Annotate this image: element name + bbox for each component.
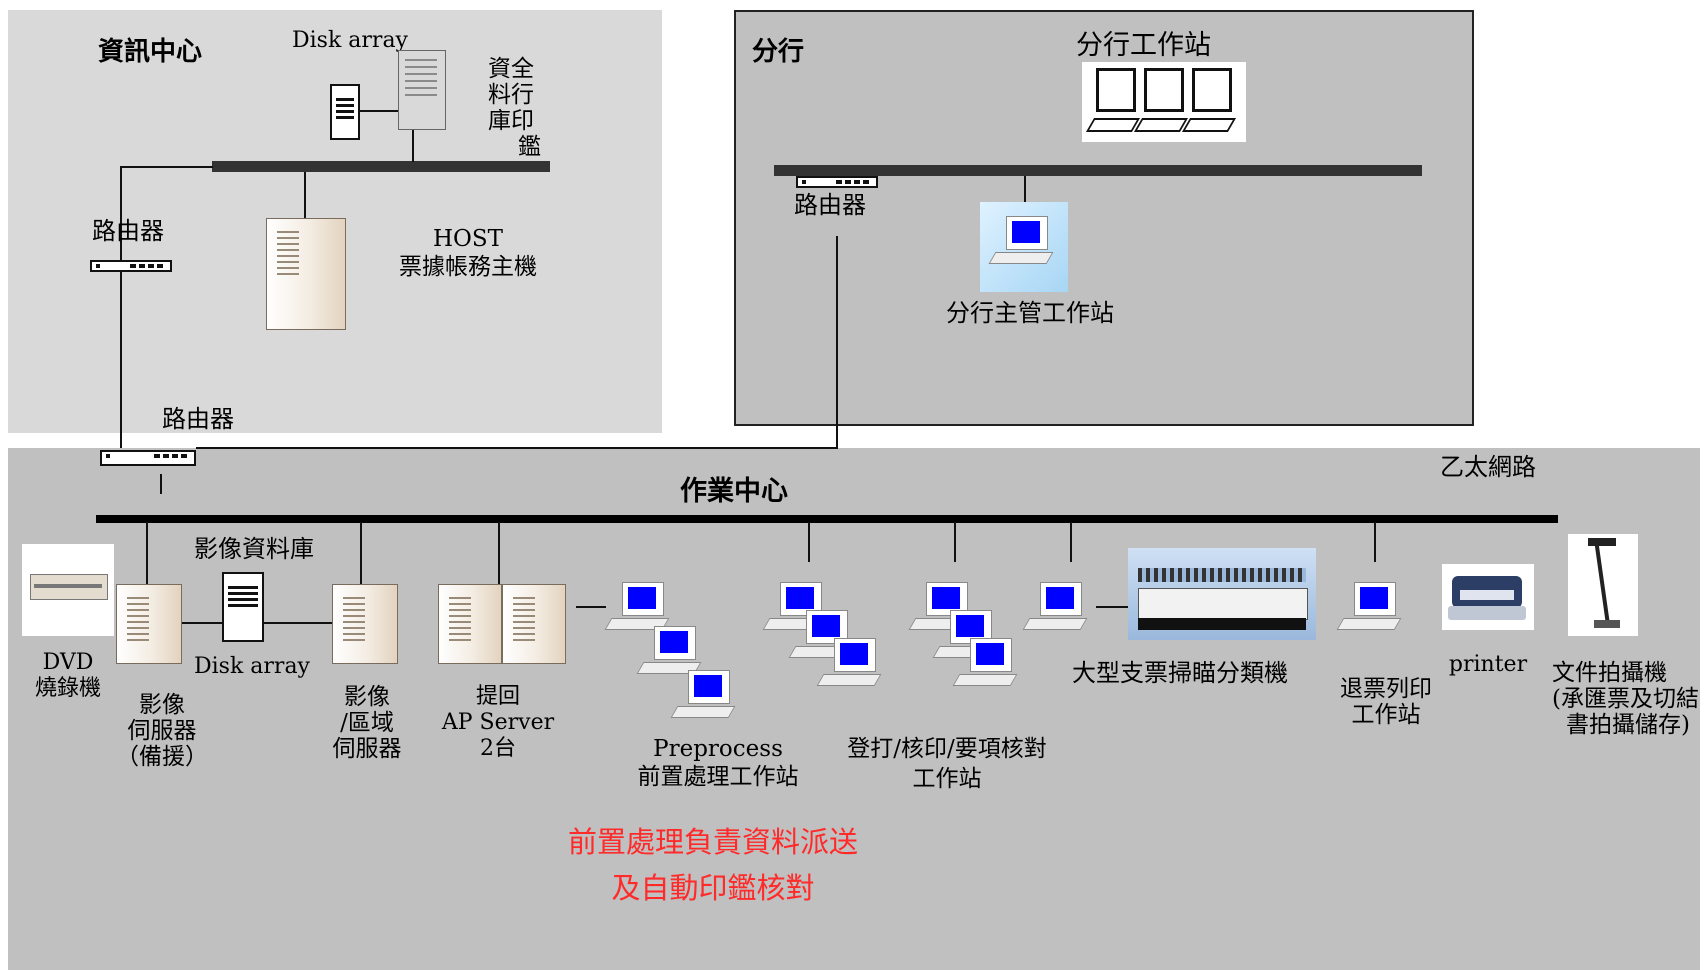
image-server-label-1: 影像 xyxy=(139,692,185,718)
scanner-icon xyxy=(1128,548,1316,640)
ap-server-icon-2 xyxy=(502,584,566,664)
info-center-title: 資訊中心 xyxy=(98,37,203,67)
link-router-label: 路由器 xyxy=(162,405,234,433)
image-server-drop xyxy=(146,522,148,584)
image-db-label: 影像資料庫 xyxy=(194,535,314,563)
printer-icon xyxy=(1442,564,1534,630)
regional-server-label-1: 影像 xyxy=(344,684,390,710)
note-line-2: 及自動印鑑核對 xyxy=(611,871,815,905)
host-label-2: 票據帳務主機 xyxy=(399,254,537,280)
printer-label: printer xyxy=(1448,652,1528,677)
dvd-burner-icon xyxy=(22,544,114,636)
link-router-to-bus xyxy=(160,474,162,494)
image-disk-array-label: Disk array xyxy=(194,654,310,679)
dvd-label-1: DVD xyxy=(42,650,94,675)
ap-server-label-3: 2台 xyxy=(480,736,516,761)
ops-center-panel xyxy=(8,448,1700,970)
info-disk-array-icon xyxy=(330,84,360,140)
document-camera-icon xyxy=(1568,534,1638,636)
regional-server-icon xyxy=(332,584,398,664)
seal-db-server-icon xyxy=(398,50,446,130)
ap-server-drop xyxy=(498,522,500,584)
image-server-label-2: 伺服器 xyxy=(127,718,197,744)
supervisor-to-bus-line xyxy=(1024,176,1026,202)
server-disk-link-left xyxy=(182,622,222,624)
note-line-1: 前置處理負責資料派送 xyxy=(567,825,858,859)
preprocess-workstation-icon-3 xyxy=(670,670,736,724)
supervisor-label: 分行主管工作站 xyxy=(946,299,1114,327)
host-to-bus-line xyxy=(304,172,306,220)
return-print-label-2: 工作站 xyxy=(1351,702,1421,728)
branch-router-drop xyxy=(836,236,838,448)
return-print-workstation-icon xyxy=(1336,582,1402,636)
preprocess-workstation-icon-2 xyxy=(636,626,702,680)
verify-label-2: 工作站 xyxy=(912,766,982,792)
image-server-label-3: （備援） xyxy=(116,744,208,770)
link-router-icon xyxy=(100,450,196,466)
image-disk-array-icon xyxy=(222,572,264,642)
verify-workstation-icon-3 xyxy=(816,638,882,692)
preprocess-label-2: 前置處理工作站 xyxy=(637,764,799,790)
server-disk-link-right xyxy=(264,622,332,624)
verify-group2-drop xyxy=(954,522,956,562)
dvd-label-2: 燒錄機 xyxy=(34,676,101,701)
info-router-icon xyxy=(90,260,172,272)
camera-label-2: (承匯票及切結 xyxy=(1552,686,1699,712)
bus-to-router-vertical xyxy=(120,166,122,456)
branch-title: 分行 xyxy=(752,37,805,67)
seal-db-label-3: 庫印 xyxy=(488,108,534,134)
image-server-icon xyxy=(116,584,182,664)
info-router-label: 路由器 xyxy=(92,217,164,245)
ops-center-title: 作業中心 xyxy=(680,476,788,507)
info-disk-array-label: Disk array xyxy=(292,28,408,53)
preprocess-workstation-icon-1 xyxy=(604,582,670,636)
preprocess-label-1: Preprocess xyxy=(653,736,783,762)
info-center-bus xyxy=(212,161,550,172)
scanner-workstation-icon xyxy=(1022,582,1088,636)
regional-server-label-3: 伺服器 xyxy=(332,736,402,762)
ethernet-label: 乙太網路 xyxy=(1440,453,1536,481)
return-print-label-1: 退票列印 xyxy=(1340,676,1432,702)
seal-db-label-1: 資全 xyxy=(488,56,534,82)
ops-center-bus xyxy=(96,515,1558,523)
branch-bus xyxy=(774,165,1422,176)
scanner-label: 大型支票掃瞄分類機 xyxy=(1072,659,1288,687)
regional-server-drop xyxy=(360,522,362,584)
return-print-drop xyxy=(1374,522,1376,562)
branch-router-label: 路由器 xyxy=(794,191,866,219)
scanner-ws-drop xyxy=(1070,522,1072,562)
disk-to-tower-line xyxy=(360,110,398,112)
branch-workstations-label: 分行工作站 xyxy=(1076,30,1211,61)
verify-label-1: 登打/核印/要項核對 xyxy=(847,736,1047,762)
ap-to-preprocess-link xyxy=(576,606,606,608)
camera-label-1: 文件拍攝機 xyxy=(1552,660,1667,686)
ap-server-label-1: 提回 xyxy=(475,684,520,709)
host-label-1: HOST xyxy=(432,226,503,252)
verify-workstation-icon-6 xyxy=(952,638,1018,692)
link-line-to-branch xyxy=(196,447,838,449)
bus-to-router-horizontal xyxy=(120,166,213,168)
ap-server-icon-1 xyxy=(438,584,502,664)
verify-group1-drop xyxy=(808,522,810,562)
tower-to-bus-line xyxy=(412,130,414,162)
branch-router-icon xyxy=(796,176,878,188)
host-server-icon xyxy=(266,218,346,330)
branch-workstations-icon xyxy=(1082,62,1246,142)
supervisor-workstation-icon xyxy=(980,202,1068,292)
ap-server-label-2: AP Server xyxy=(441,710,555,735)
seal-db-label-4: 鑑 xyxy=(518,134,541,160)
camera-label-3: 書拍攝儲存) xyxy=(1566,712,1690,738)
regional-server-label-2: /區域 xyxy=(340,710,394,736)
scanner-ws-link xyxy=(1096,606,1130,608)
seal-db-label-2: 料行 xyxy=(488,82,534,108)
